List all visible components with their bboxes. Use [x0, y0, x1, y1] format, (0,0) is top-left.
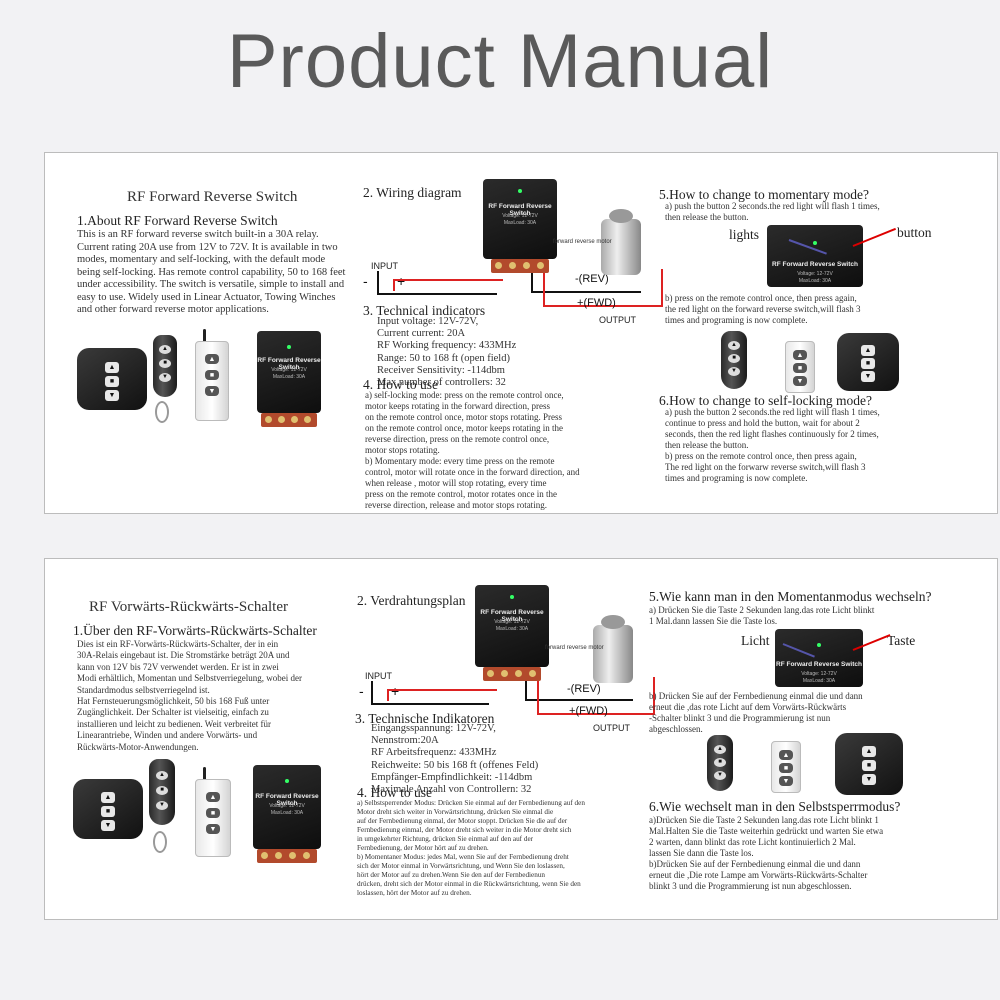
handheld-remote-image: ▲ ■ ▼ [835, 733, 903, 795]
key-fob-remote-image: ▲ ■ ▼ [153, 335, 177, 397]
terminal-block [261, 413, 317, 427]
remote-button-icon: ■ [105, 376, 119, 387]
handheld-remote-image: ▲ ■ ▼ [73, 779, 143, 839]
momentary-step-a: a) Drücken Sie die Taste 2 Sekunden lang… [649, 605, 875, 626]
handheld-remote-image: ▲ ■ ▼ [837, 333, 899, 391]
wiring-heading: 2. Verdrahtungsplan [357, 593, 466, 608]
wiring-heading: 2. Wiring diagram [363, 185, 462, 200]
minus-sign: - [359, 683, 364, 699]
input-label: INPUT [365, 671, 392, 681]
white-remote-image: ▲ ■ ▼ [771, 741, 801, 793]
manual-panel-german: RF Vorwärts-Rückwärts-Schalter 1.Über de… [44, 558, 998, 920]
terminal-block [483, 667, 541, 681]
tech-list: Eingangsspannung: 12V-72V, Nennstrom:20A… [371, 723, 539, 796]
about-text: This is an RF forward reverse switch bui… [77, 229, 346, 315]
antenna-icon [203, 329, 206, 347]
fwd-label: +(FWD) [569, 705, 608, 717]
white-remote-image: ▲ ■ ▼ [195, 779, 231, 857]
rev-label: -(REV) [575, 273, 609, 285]
key-fob-remote-image: ▲ ■ ▼ [707, 735, 733, 791]
lights-label: lights [729, 227, 760, 242]
momentary-step-a: a) push the button 2 seconds.the red lig… [665, 201, 880, 222]
switch-device-image: RF Forward Reverse Switch Voltage: 12-72… [257, 331, 321, 413]
tech-heading: 3. Technische Indikatoren [355, 711, 495, 726]
motor-image: forward reverse motor [545, 615, 633, 683]
section-title: RF Vorwärts-Rückwärts-Schalter [89, 599, 288, 615]
rev-label: -(REV) [567, 683, 601, 695]
key-fob-remote-image: ▲ ■ ▼ [721, 331, 747, 389]
manual-panel-english: RF Forward Reverse Switch 1.About RF For… [44, 152, 998, 514]
about-heading: 1.Über den RF-Vorwärts-Rückwärts-Schalte… [73, 623, 317, 638]
switch-device-image: RF Forward Reverse Switch Voltage: 12-72… [253, 765, 321, 849]
handheld-remote-image: ▲ ■ ▼ [77, 348, 147, 410]
antenna-icon [203, 767, 206, 783]
switch-device-image: RF Forward Reverse Switch Voltage: 12-72… [475, 585, 549, 667]
howto-heading: 4. How to use [363, 377, 438, 392]
momentary-step-b: b) Drücken Sie auf der Fernbedienung ein… [649, 691, 863, 734]
switch-device-image: RF Forward Reverse Switch Voltage: 12-72… [483, 179, 557, 259]
howto-text: a) self-locking mode: press on the remot… [365, 390, 580, 510]
button-label: Taste [887, 633, 916, 648]
plus-sign: + [397, 273, 406, 289]
output-label: OUTPUT [599, 315, 636, 325]
remote-button-icon: ▼ [105, 390, 119, 401]
switch-device-image: RF Forward Reverse Switch Voltage: 12-72… [767, 225, 863, 287]
fwd-label: +(FWD) [577, 297, 616, 309]
lights-label: Licht [741, 633, 770, 648]
momentary-step-b: b) press on the remote control once, the… [665, 293, 861, 325]
key-fob-remote-image: ▲ ■ ▼ [149, 759, 175, 825]
tech-list: Input voltage: 12V-72V, Current current:… [377, 316, 517, 389]
tech-heading: 3. Technical indicators [363, 303, 486, 318]
switch-device-image: RF Forward Reverse Switch Voltage: 12-72… [775, 629, 863, 687]
self-locking-heading: 6.How to change to self-locking mode? [659, 393, 872, 408]
white-remote-image: ▲ ■ ▼ [785, 341, 815, 393]
section-title: RF Forward Reverse Switch [127, 189, 298, 205]
motor-image: forward reverse motor [553, 209, 641, 275]
minus-sign: - [363, 273, 368, 289]
terminal-block [257, 849, 317, 863]
white-remote-image: ▲ ■ ▼ [195, 341, 229, 421]
page-title: Product Manual [226, 19, 774, 104]
momentary-heading: 5.How to change to momentary mode? [659, 187, 869, 202]
plus-sign: + [391, 683, 400, 699]
about-text: Dies ist ein RF-Vorwärts-Rückwärts-Schal… [77, 639, 302, 752]
terminal-block [491, 259, 549, 273]
howto-heading: 4. How to use [357, 785, 432, 800]
keyring-icon [155, 401, 169, 423]
about-heading: 1.About RF Forward Reverse Switch [77, 213, 278, 228]
self-locking-steps: a)Drücken Sie die Taste 2 Sekunden lang.… [649, 815, 884, 891]
input-label: INPUT [371, 261, 398, 271]
howto-text: a) Selbstsperrender Modus: Drücken Sie e… [357, 799, 585, 897]
momentary-heading: 5.Wie kann man in den Momentanmodus wech… [649, 589, 932, 604]
remote-button-icon: ▲ [105, 362, 119, 373]
keyring-icon [153, 831, 167, 853]
output-label: OUTPUT [593, 723, 630, 733]
button-label: button [897, 225, 932, 240]
self-locking-heading: 6.Wie wechselt man in den Selbstsperrmod… [649, 799, 901, 814]
self-locking-steps: a) push the button 2 seconds.the red lig… [665, 407, 880, 483]
